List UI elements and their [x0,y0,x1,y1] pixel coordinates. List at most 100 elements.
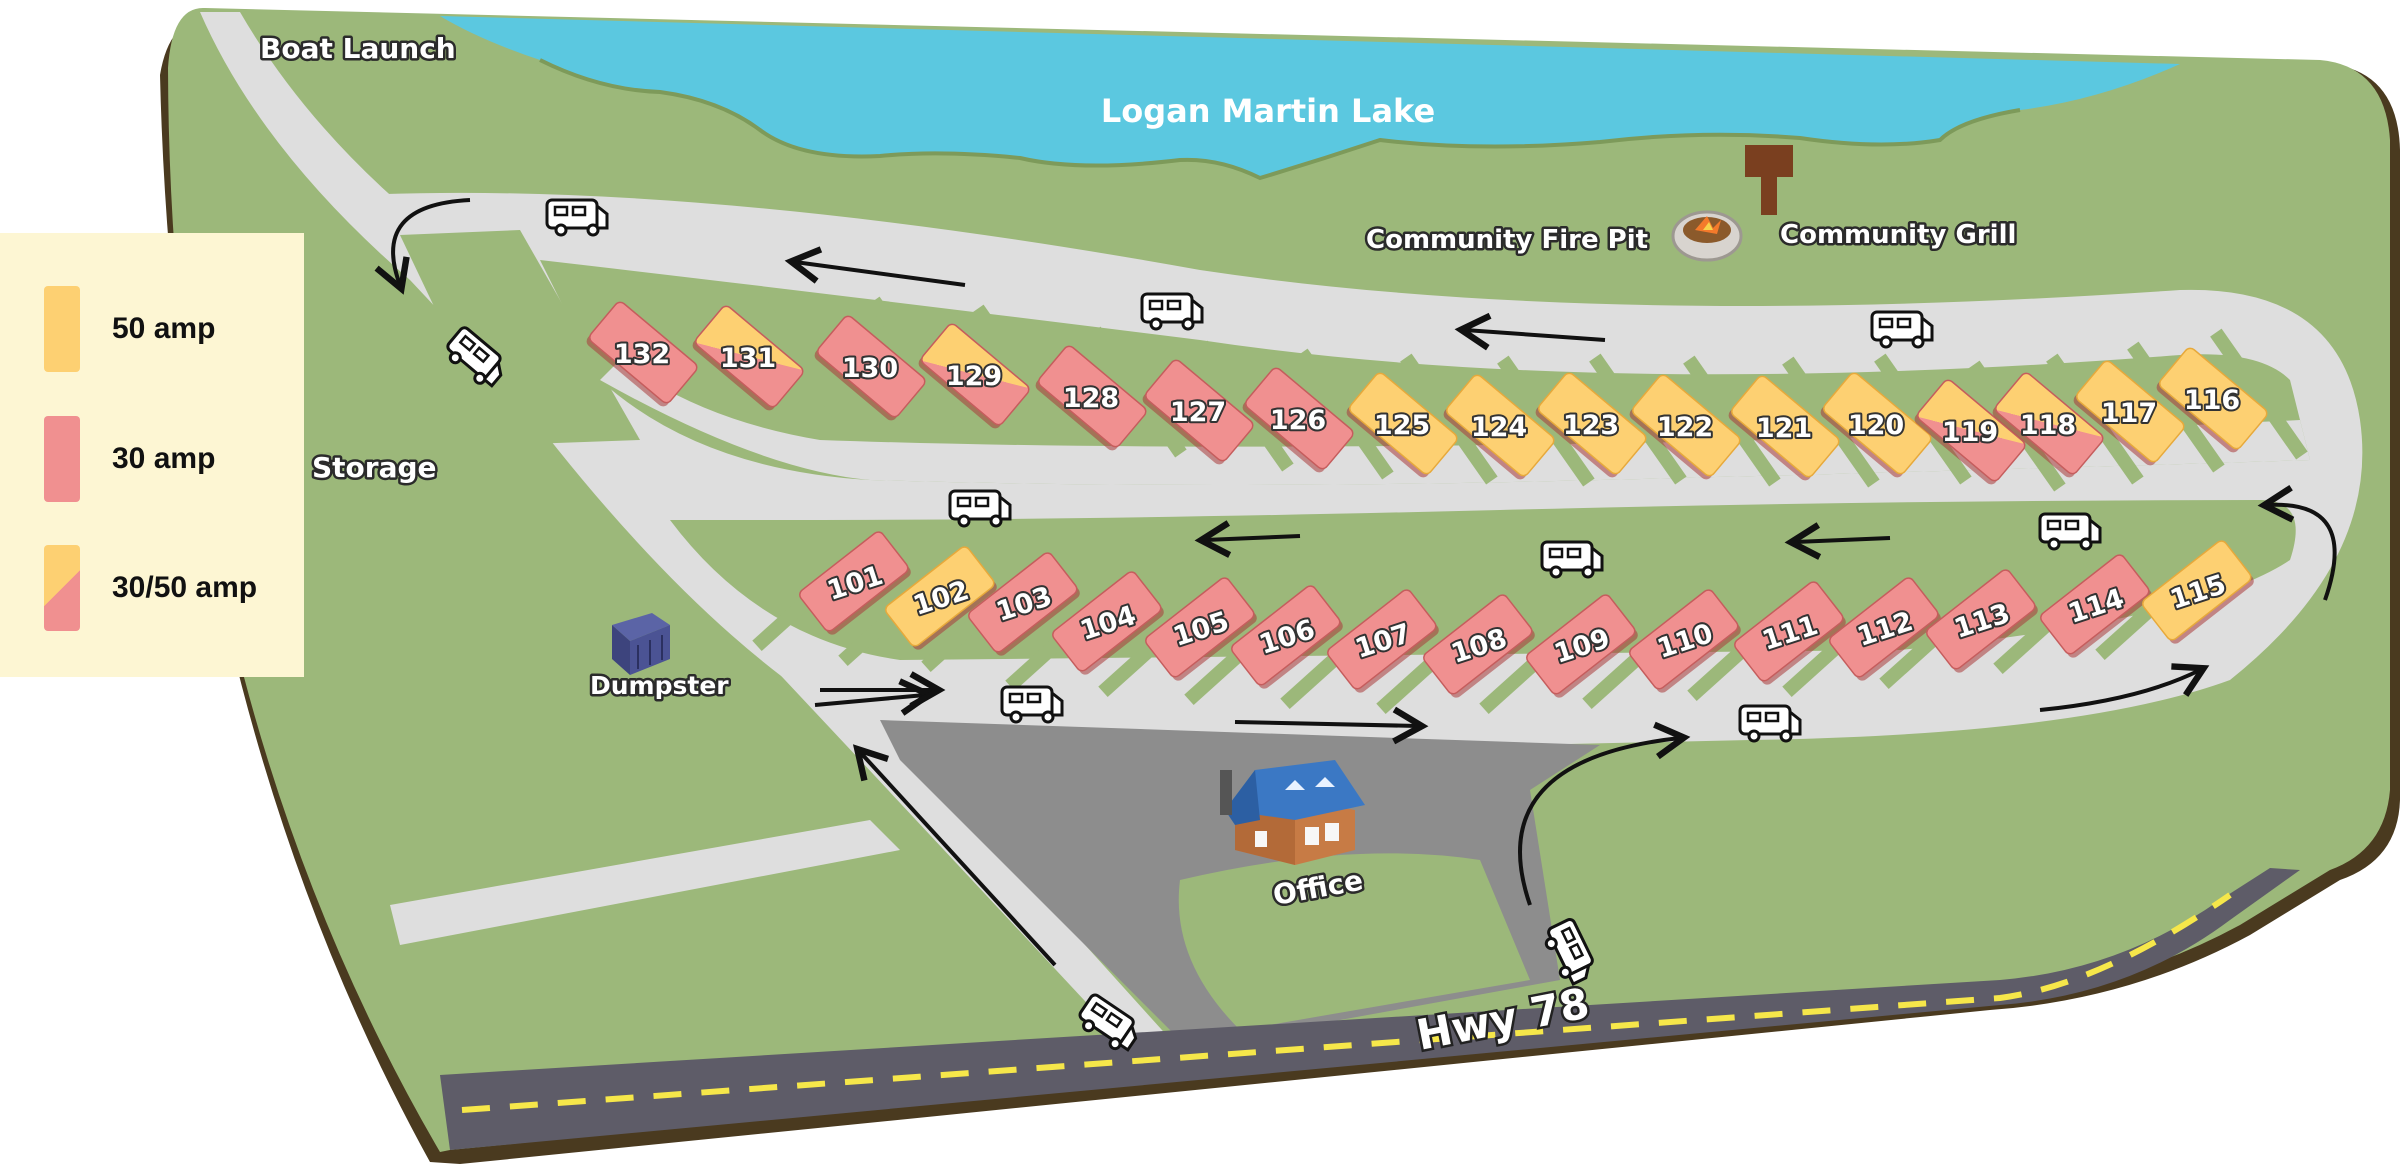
campsite-pad [695,305,804,408]
campsite-number: 130 [842,353,898,384]
grill-icon [1745,145,1793,215]
campsite-pad [2142,540,2252,641]
direction-arrow-icon [784,246,966,287]
campsite-127[interactable]: 127 [1139,356,1257,469]
direction-arrow-icon [1518,721,1691,906]
campsite-107[interactable]: 107 [1325,588,1441,695]
campsite-pad [1917,379,2026,482]
campsite-pad [2159,347,2268,450]
boat-launch-label: Boat Launch [260,32,456,65]
campsite-121[interactable]: 121 [1725,372,1843,485]
legend-swatch-30-amp [44,416,80,502]
campsite-125[interactable]: 125 [1343,369,1461,482]
campsite-number: 118 [2020,410,2076,441]
campsite-130[interactable]: 130 [811,312,929,425]
campsite-101[interactable]: 101 [797,530,913,637]
campsite-114[interactable]: 114 [2038,553,2154,660]
campsite-117[interactable]: 117 [2070,357,2188,470]
rv-icon [545,198,609,237]
amperage-legend: 50 amp 30 amp 30/50 amp [0,233,304,677]
campsite-pad [1423,594,1533,695]
campsite-pad [1446,374,1555,477]
campsite-number: 125 [1374,410,1430,441]
campsite-113[interactable]: 113 [1924,568,2040,675]
campsite-118[interactable]: 118 [1989,369,2107,482]
campsite-108[interactable]: 108 [1421,593,1537,700]
campsite-number: 121 [1756,413,1812,444]
campsite-pad [1231,585,1341,686]
legend-swatch-30-50-amp [44,545,80,631]
grass-strip [746,286,844,418]
rv-icon [1000,685,1064,724]
rv-icon [948,489,1012,528]
campsite-124[interactable]: 124 [1440,371,1558,484]
campsite-pad [1052,571,1162,672]
direction-arrow-icon [1784,522,1891,560]
direction-arrow-icon [852,744,1057,967]
campsite-pad [968,552,1078,653]
direction-arrow-icon [374,198,471,295]
campsite-106[interactable]: 106 [1229,584,1345,691]
rv-icon [1140,292,1204,331]
rv-icon [446,326,503,388]
campsite-pad [921,323,1030,426]
office-building-icon [1220,760,1365,865]
grass-strip [2210,328,2308,460]
dumpster-icon [612,613,670,675]
campsite-pad [1926,569,2036,670]
campsite-number: 117 [2101,398,2157,429]
campsite-110[interactable]: 110 [1627,588,1743,695]
campsite-number: 120 [1848,410,1904,441]
campsite-number: 127 [1170,397,1226,428]
campsite-123[interactable]: 123 [1532,369,1650,482]
campsite-pad [817,315,926,418]
direction-arrow-icon [814,678,936,716]
campsite-111[interactable]: 111 [1732,580,1848,687]
campsite-115[interactable]: 115 [2140,539,2256,646]
campsite-pad [1526,594,1636,695]
campsite-119[interactable]: 119 [1911,376,2029,489]
campsite-number: 119 [1942,417,1998,448]
dumpster-label: Dumpster [590,671,729,700]
campsite-122[interactable]: 122 [1626,371,1744,484]
campsite-number: 131 [720,343,776,374]
grill-label: Community Grill [1780,220,2016,250]
campsite-number: 122 [1657,412,1713,443]
rv-icon [1078,993,1138,1052]
campsite-pad [1349,372,1458,475]
direction-arrow-icon [2039,663,2210,712]
campsite-128[interactable]: 128 [1032,342,1150,455]
grass-strip [2127,341,2225,473]
campsite-112[interactable]: 112 [1827,576,1943,683]
island-west [400,230,640,445]
campsite-number: 132 [614,339,670,370]
campsite-pad [1327,589,1437,690]
campsite-pad [2040,554,2150,655]
traffic-arrows [374,198,2337,967]
campsite-104[interactable]: 104 [1050,570,1166,677]
campsite-pad [1629,589,1739,690]
campsite-116[interactable]: 116 [2153,344,2271,457]
campsite-105[interactable]: 105 [1143,576,1259,683]
rv-icon [1540,540,1604,579]
campsite-109[interactable]: 109 [1524,593,1640,700]
rv-icons [446,198,2102,1052]
campsite-103[interactable]: 103 [966,551,1082,658]
campsite-129[interactable]: 129 [915,320,1033,433]
campsite-132[interactable]: 132 [583,298,701,411]
campsite-102[interactable]: 102 [883,545,999,652]
campsite-number: 129 [946,361,1002,392]
campsite-131[interactable]: 131 [689,302,807,415]
fire-pit-label: Community Fire Pit [1366,225,1648,255]
campsite-number: 128 [1063,383,1119,414]
campsite-pad [1145,577,1255,678]
campsite-number: 123 [1563,410,1619,441]
campsite-pad [1538,372,1647,475]
campsite-pad [1829,577,1939,678]
rv-icon [1870,310,1934,349]
campsite-120[interactable]: 120 [1817,369,1935,482]
campsite-126[interactable]: 126 [1239,364,1357,477]
storage-label: Storage [312,451,437,484]
